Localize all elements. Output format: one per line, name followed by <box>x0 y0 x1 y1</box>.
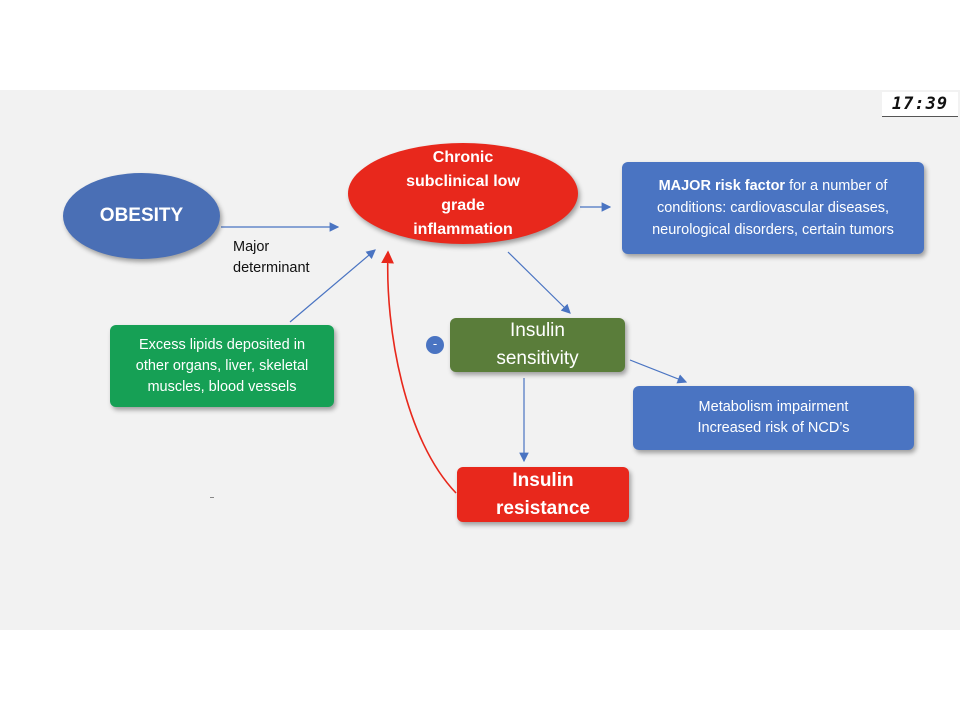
decrease-indicator: - <box>426 336 444 354</box>
arrow-resistance-to-inflammation <box>381 250 457 494</box>
insulin-sensitivity-box: Insulin sensitivity <box>450 318 625 372</box>
arrow-lipids-to-inflammation <box>289 249 376 323</box>
arrow-sensitivity-to-metabolism <box>629 359 688 384</box>
obesity-label: OBESITY <box>99 205 184 226</box>
obesity-node: OBESITY <box>63 173 220 259</box>
clock-display: 17:39 <box>882 92 958 117</box>
arrow-inflammation-to-sensitivity <box>507 251 571 314</box>
metabolism-impairment-box: Metabolism impairment Increased risk of … <box>633 386 914 450</box>
excess-lipids-box: Excess lipids deposited in other organs,… <box>110 325 334 407</box>
stray-mark <box>210 497 214 498</box>
insulin-resistance-box: Insulin resistance <box>457 467 629 522</box>
inflammation-node: Chronic subclinical low grade inflammati… <box>348 143 578 244</box>
major-risk-factor-emphasis: MAJOR risk factor <box>658 178 786 194</box>
major-determinant-label: Major determinant <box>233 239 310 276</box>
major-risk-factor-box: MAJOR risk factor for a number of condit… <box>622 162 924 254</box>
